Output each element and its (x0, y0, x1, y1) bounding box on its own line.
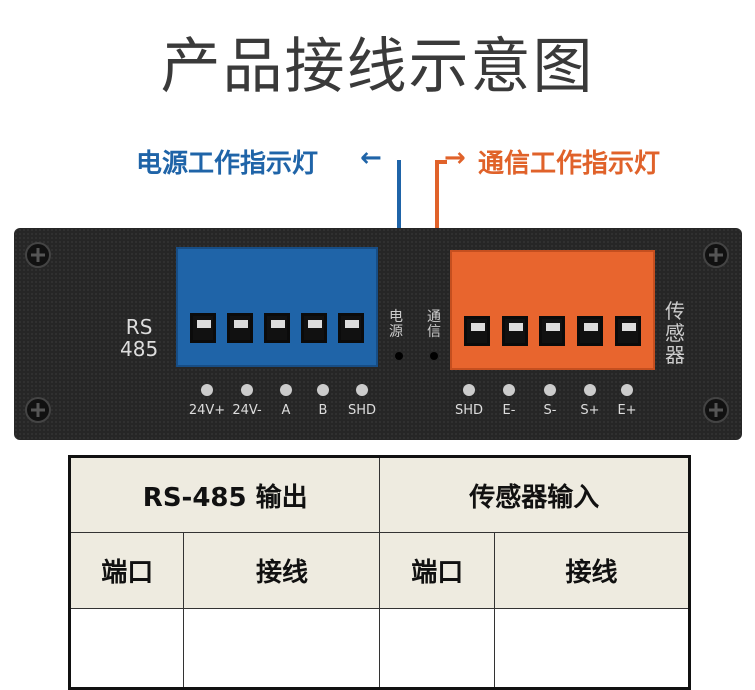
pin-led (317, 384, 329, 396)
pin-label: 24V+ (188, 403, 226, 418)
pin-label: S+ (580, 403, 600, 418)
terminal-slot[interactable] (615, 316, 642, 346)
screw-icon (25, 397, 51, 423)
power-indicator-label: 电源工作指示灯 (136, 149, 319, 179)
pin-led (356, 384, 368, 396)
terminal-slot[interactable] (226, 313, 253, 343)
pin-label: SHD (454, 403, 484, 418)
pin-label: SHD (347, 403, 377, 418)
wiring-header: 接线 (183, 532, 381, 609)
pin-led (621, 384, 633, 396)
sensor-terminal-block[interactable] (450, 250, 655, 370)
pin-label: B (318, 403, 328, 418)
rs485-label: RS 485 (120, 316, 158, 360)
terminal-slot[interactable] (501, 316, 528, 346)
rs485-terminal-block[interactable] (176, 247, 378, 367)
pin-led (503, 384, 515, 396)
rs485-label-line1: RS (125, 315, 153, 339)
arrow-left-icon: ← (360, 143, 382, 173)
terminal-slot[interactable] (539, 316, 566, 346)
page-title: 产品接线示意图 (160, 32, 595, 102)
pin-label: E+ (617, 403, 637, 418)
port-header: 端口 (68, 532, 185, 609)
wiring-table: RS-485 输出传感器输入 端口接线端口接线 (68, 455, 691, 690)
rs485-output-header: RS-485 输出 (68, 456, 381, 533)
pin-label: A (281, 403, 291, 418)
terminal-slot[interactable] (463, 316, 490, 346)
terminal-slot[interactable] (189, 313, 216, 343)
sensor-input-header: 传感器输入 (379, 456, 690, 533)
rs485-label-line2: 485 (120, 337, 159, 361)
table-cell (183, 608, 381, 689)
power-led (395, 352, 403, 360)
pin-label: E- (502, 403, 516, 418)
pin-led (544, 384, 556, 396)
terminal-slot[interactable] (301, 313, 328, 343)
table-cell (379, 608, 495, 689)
table-cell (68, 608, 185, 689)
comm-pointer-line-h (435, 160, 447, 164)
pin-led (584, 384, 596, 396)
arrow-right-icon: → (444, 143, 466, 173)
pin-label: 24V- (232, 403, 262, 418)
screw-icon (703, 242, 729, 268)
pin-led (201, 384, 213, 396)
table-cell (493, 608, 691, 689)
screw-icon (703, 397, 729, 423)
terminal-slot[interactable] (338, 313, 365, 343)
terminal-slot[interactable] (577, 316, 604, 346)
port-header: 端口 (379, 532, 495, 609)
screw-icon (25, 242, 51, 268)
sensor-label: 传感器 (665, 299, 685, 367)
comm-indicator-label: 通信工作指示灯 (478, 149, 661, 179)
pin-label: S- (543, 403, 557, 418)
pin-led (241, 384, 253, 396)
comm-led (430, 352, 438, 360)
power-led-label: 电源 (389, 309, 403, 340)
comm-led-label: 通信 (427, 309, 441, 340)
terminal-slot[interactable] (263, 313, 290, 343)
pin-led (280, 384, 292, 396)
pin-led (463, 384, 475, 396)
wiring-header: 接线 (493, 532, 691, 609)
